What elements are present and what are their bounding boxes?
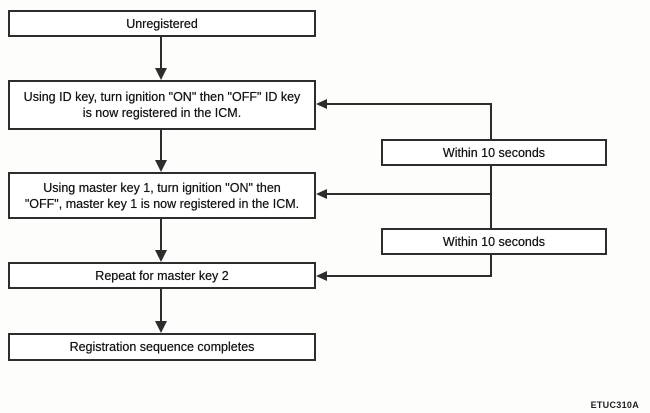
feedback-line-to-masterkey1 [327,193,492,195]
arrow-left-icon [316,99,327,109]
timer-within-10-seconds-1: Within 10 seconds [381,139,607,166]
connector-masterkey2-to-complete [160,288,162,321]
timer-within-10-seconds-2: Within 10 seconds [381,228,607,255]
timer-label: Within 10 seconds [442,145,546,160]
node-master-key-1-registration: Using master key 1, turn ignition "ON" t… [8,172,316,219]
node-unregistered: Unregistered [8,10,316,37]
feedback-trunk-line [490,104,492,277]
node-label-line2: "OFF", master key 1 is now registered in… [24,196,300,211]
node-label-line1: Using ID key, turn ignition "ON" then "O… [23,90,301,104]
arrow-down-icon [155,250,167,262]
timer-label: Within 10 seconds [442,234,546,249]
arrow-left-icon [316,189,327,199]
node-repeat-master-key-2: Repeat for master key 2 [8,262,316,289]
node-id-key-registration: Using ID key, turn ignition "ON" then "O… [8,80,316,130]
feedback-line-to-masterkey2 [327,275,492,277]
node-label: Unregistered [126,16,198,31]
node-label-line2: is now registered in the ICM. [82,106,242,120]
node-label-line1: Using master key 1, turn ignition "ON" t… [43,180,281,195]
feedback-line-to-idkey [327,103,492,105]
arrow-down-icon [155,321,167,333]
arrow-down-icon [155,68,167,80]
node-registration-complete: Registration sequence completes [8,333,316,361]
node-label: Repeat for master key 2 [95,268,229,283]
connector-unregistered-to-idkey [160,36,162,68]
arrow-left-icon [316,271,327,281]
node-label: Registration sequence completes [69,340,255,354]
arrow-down-icon [155,160,167,172]
figure-code: ETUC310A [590,400,639,410]
connector-idkey-to-masterkey1 [160,130,162,160]
connector-masterkey1-to-masterkey2 [160,218,162,250]
